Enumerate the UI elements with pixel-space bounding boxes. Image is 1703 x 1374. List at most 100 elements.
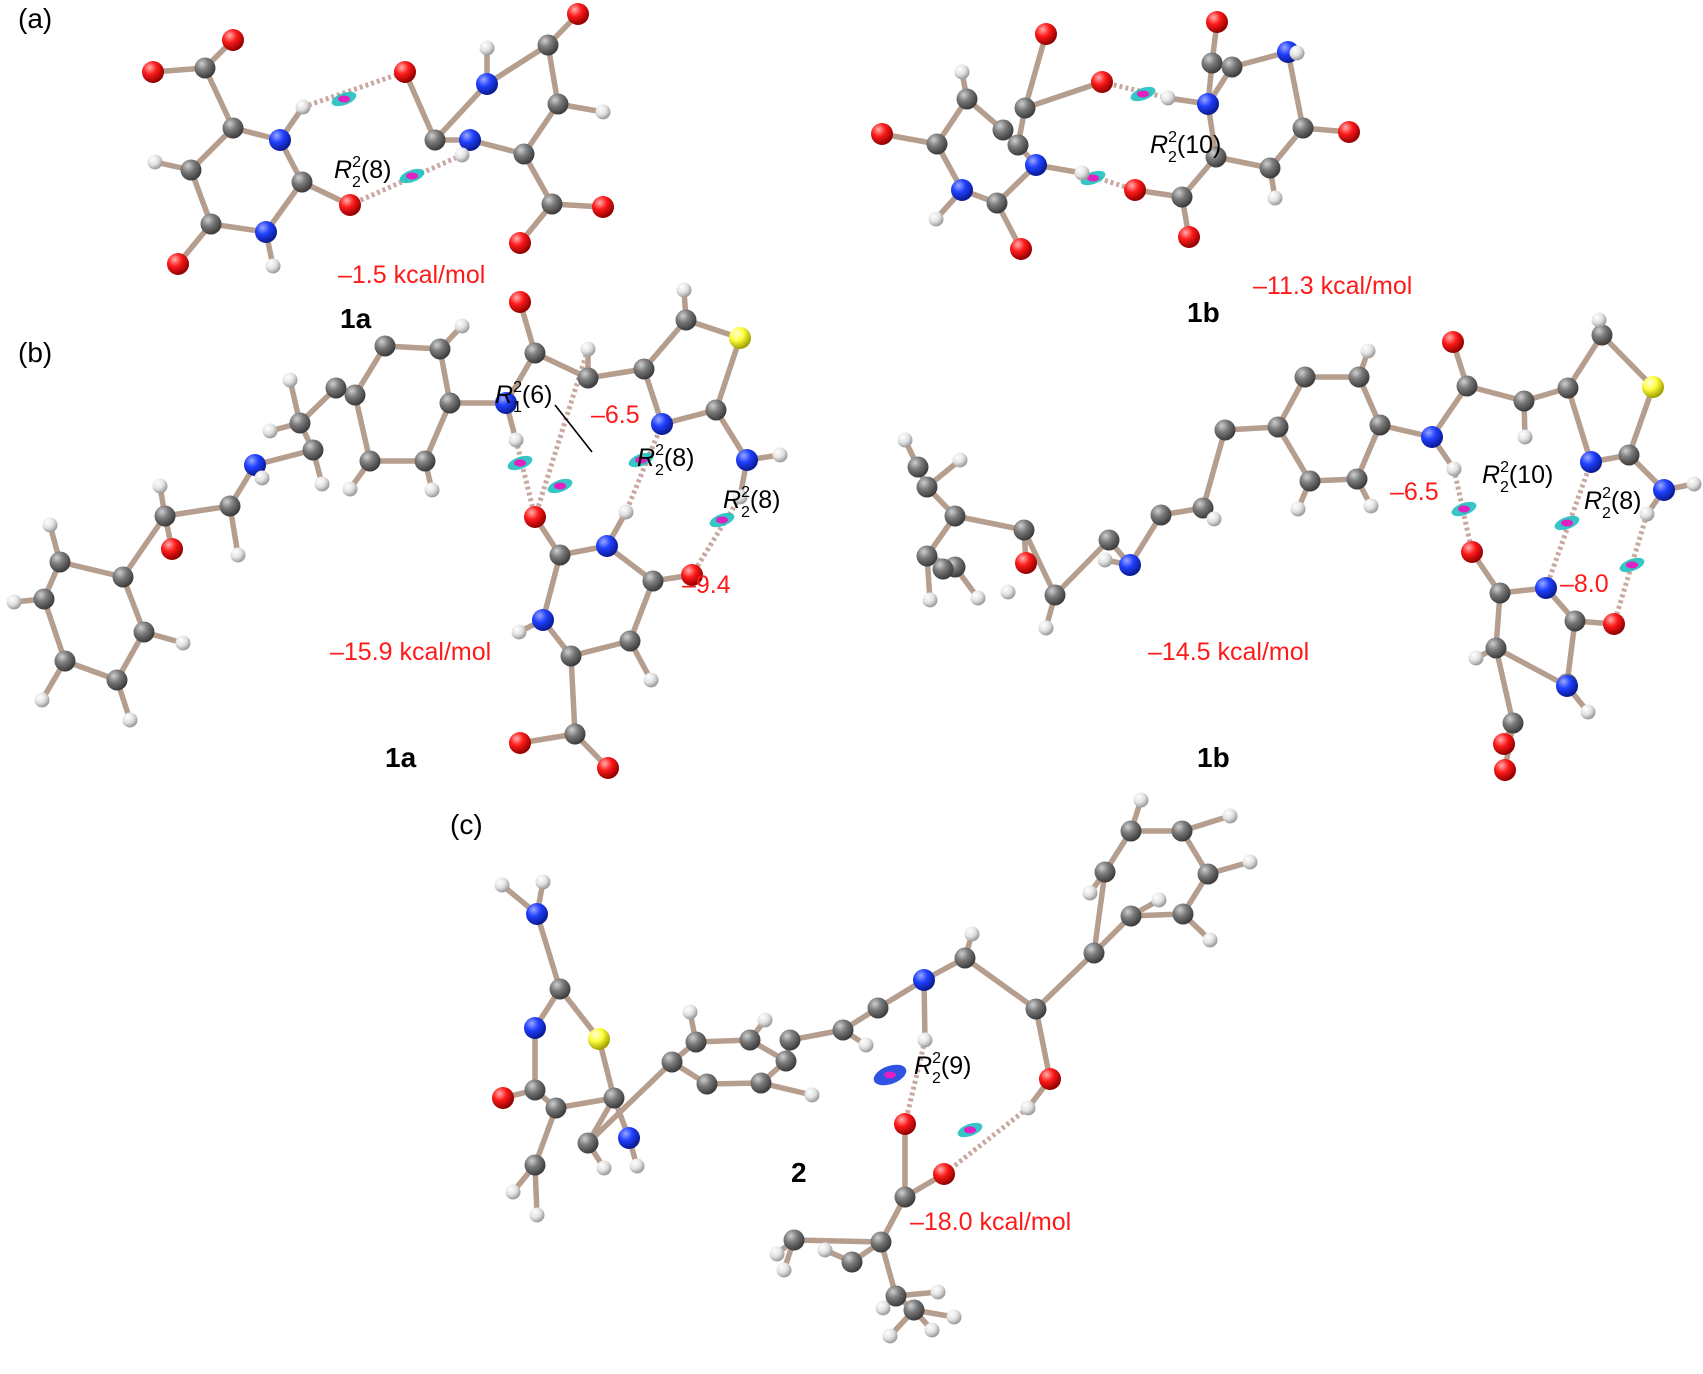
nci-core: [1137, 90, 1149, 98]
oxygen-atom: [1493, 733, 1515, 755]
hydrogen-atom: [1468, 650, 1484, 666]
carbon-atom: [1292, 117, 1314, 139]
hydrogen-bond: [532, 348, 591, 518]
carbon-atom: [1171, 186, 1193, 208]
carbon-atom: [302, 439, 324, 461]
oxygen-atom: [592, 196, 614, 218]
nitrogen-atom: [476, 73, 498, 95]
hydrogen-atom: [1202, 932, 1218, 948]
hydrogen-atom: [1020, 1100, 1036, 1116]
hydrogen-atom: [1038, 620, 1054, 636]
carbon-atom: [1172, 903, 1194, 925]
hydrogen-atom: [152, 478, 168, 494]
bond: [713, 335, 743, 413]
hydrogen-atom: [757, 1012, 773, 1028]
carbon-atom: [986, 192, 1008, 214]
hydrogen-atom: [1206, 511, 1222, 527]
carbon-atom: [832, 1019, 854, 1041]
carbon-atom: [705, 399, 727, 421]
nci-core: [1458, 505, 1470, 513]
bond: [1200, 427, 1228, 511]
bond: [641, 317, 689, 372]
oxygen-atom: [161, 538, 183, 560]
carbon-atom: [1259, 157, 1281, 179]
carbon-atom: [549, 978, 571, 1000]
carbon-atom: [1346, 468, 1368, 490]
carbon-atom: [1591, 324, 1613, 346]
carbon-atom: [513, 143, 535, 165]
energy-a-1b: –11.3 kcal/mol: [1253, 272, 1412, 300]
nci-surface: [1619, 557, 1645, 573]
hydrogen-atom: [946, 1309, 962, 1325]
carbon-atom: [661, 1051, 683, 1073]
hydrogen-atom: [643, 672, 659, 688]
oxygen-atom: [597, 757, 619, 779]
carbon-atom: [783, 1229, 805, 1251]
nitrogen-atom: [1535, 577, 1557, 599]
carbon-atom: [344, 384, 366, 406]
nitrogen-atom: [255, 221, 277, 243]
carbon-atom: [54, 650, 76, 672]
nci-core: [406, 172, 418, 180]
nitrogen-atom: [532, 609, 554, 631]
bond: [627, 578, 656, 644]
carbon-atom: [1192, 497, 1214, 519]
hydrogen-atom: [1133, 792, 1149, 808]
carbon-atom: [154, 505, 176, 527]
bond: [568, 653, 578, 737]
hydrogen-atom: [682, 1004, 698, 1020]
bond: [534, 911, 563, 992]
bond: [402, 69, 438, 143]
hydrogen-atom: [230, 547, 246, 563]
hydrogen-atom: [817, 1242, 833, 1258]
oxygen-atom: [894, 1113, 916, 1135]
carbon-atom: [194, 57, 216, 79]
carbon-atom: [1294, 366, 1316, 388]
hydrogen-atom: [1639, 506, 1655, 522]
contact-energy-b-1a-2: –9.4: [682, 571, 731, 599]
hydrogen-atom: [122, 712, 138, 728]
nci-core: [716, 516, 728, 524]
carbon-atom: [219, 495, 241, 517]
carbon-atom: [524, 1079, 546, 1101]
carbon-atom: [642, 570, 664, 592]
bond: [1033, 950, 1097, 1012]
nitrogen-atom: [1119, 554, 1141, 576]
hydrogen-bond-layer: [302, 69, 1650, 1176]
bond: [1626, 384, 1656, 458]
hydrogen-atom: [1446, 461, 1462, 477]
hydrogen-atom: [1686, 476, 1702, 492]
oxygen-atom: [567, 3, 589, 25]
carbon-atom: [841, 1251, 863, 1273]
energy-b-1b: –14.5 kcal/mol: [1148, 638, 1309, 666]
carbon-atom: [1369, 414, 1391, 436]
hydrogen-atom: [772, 447, 788, 463]
nitrogen-atom: [524, 1017, 546, 1039]
oxygen-atom: [681, 564, 703, 586]
nitrogen-atom: [459, 129, 481, 151]
carbon-atom: [1489, 582, 1511, 604]
bond: [422, 400, 453, 464]
energy-a-1a: –1.5 kcal/mol: [338, 261, 485, 289]
oxygen-atom: [933, 1163, 955, 1185]
oxygen-atom: [167, 253, 189, 275]
nci-core: [554, 482, 566, 490]
hydrogen-atom: [1151, 892, 1167, 908]
nitrogen-atom: [495, 392, 517, 414]
carbon-atom: [1299, 470, 1321, 492]
bond: [1493, 645, 1516, 726]
nci-surface: [507, 455, 533, 471]
oxygen-atom: [1035, 23, 1057, 45]
bond: [1285, 49, 1306, 131]
sulfur-atom: [1642, 376, 1664, 398]
hydrogen-atom: [952, 452, 968, 468]
oxygen-atom: [222, 29, 244, 51]
hydrogen-atom: [34, 692, 50, 708]
oxygen-atom: [509, 291, 531, 313]
hydrogen-atom: [282, 372, 298, 388]
carbon-atom: [1171, 820, 1193, 842]
carbon-atom: [675, 309, 697, 331]
hydrogen-atom: [970, 590, 986, 606]
